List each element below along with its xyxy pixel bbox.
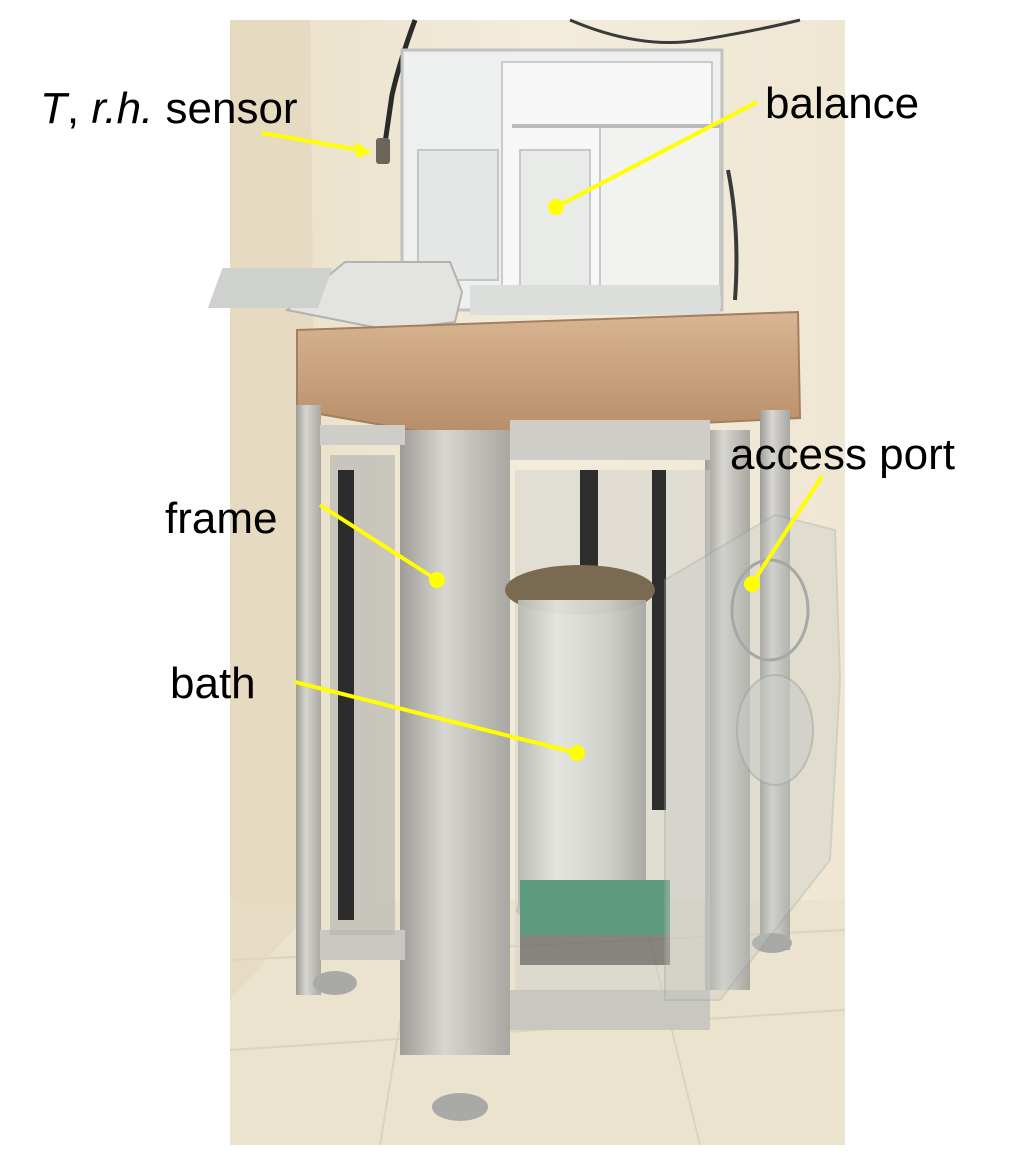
bath-label: bath xyxy=(170,659,256,708)
frame-pointer-line xyxy=(318,503,439,582)
foot xyxy=(313,971,357,995)
balance-pointer-line xyxy=(555,100,758,209)
sensor-label-rest: sensor xyxy=(153,84,298,133)
balance-terminal xyxy=(207,261,464,332)
stone-slab xyxy=(296,310,802,438)
frame-label: frame xyxy=(165,494,278,543)
sensor-pointer-line xyxy=(261,131,361,152)
balance-pointer-dot xyxy=(548,199,564,215)
sensor-probe xyxy=(376,138,390,164)
access-port-pointer-dot xyxy=(744,576,760,592)
bath-pointer-dot xyxy=(569,745,585,761)
foot xyxy=(752,933,792,953)
sensor-label: T, r.h. sensor xyxy=(40,87,298,131)
balance-label: balance xyxy=(765,79,920,128)
sensor-label-rh: r.h. xyxy=(91,84,154,133)
bath-pointer-line xyxy=(294,680,578,755)
cable-balance xyxy=(726,169,739,301)
cable-right xyxy=(569,18,801,44)
access-port-label: access port xyxy=(730,430,955,479)
frame-pointer-dot xyxy=(429,572,445,588)
bath-jar xyxy=(505,565,670,965)
sensor-label-comma: , xyxy=(66,84,92,133)
access-port-door xyxy=(664,513,842,1001)
foot xyxy=(432,1093,488,1121)
access-port-pointer-line xyxy=(750,474,824,586)
sensor-label-t: T xyxy=(40,84,67,133)
sensor-pointer-arrowhead xyxy=(355,142,372,158)
sensor-cable xyxy=(381,19,418,151)
